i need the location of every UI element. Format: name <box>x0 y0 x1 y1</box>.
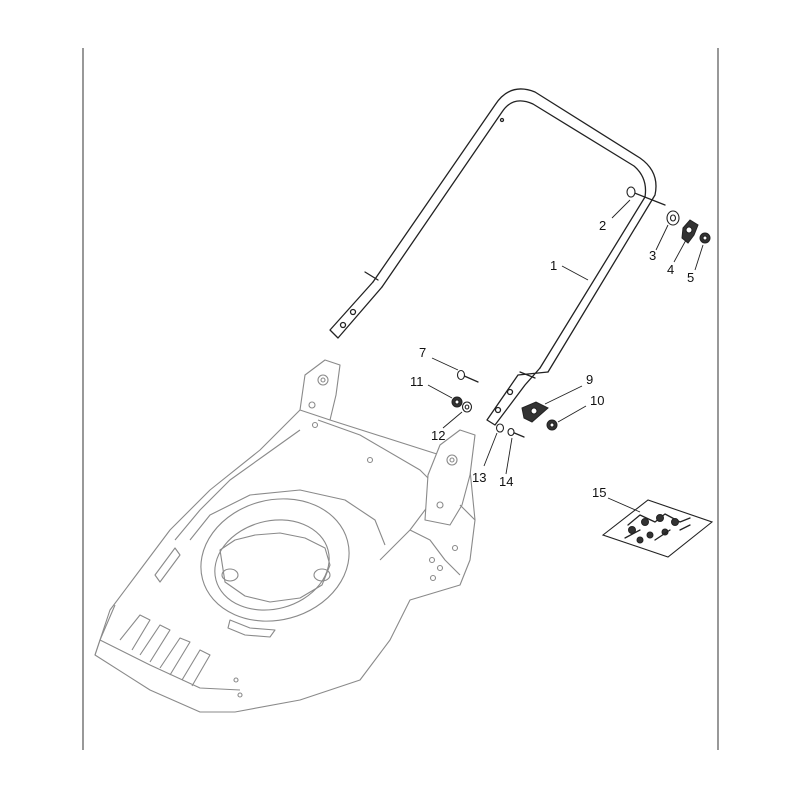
leader-14 <box>505 437 513 475</box>
washer-part-12 <box>461 401 473 413</box>
nut-part-11 <box>451 396 463 408</box>
handle-tube <box>329 88 657 426</box>
callout-7: 7 <box>419 345 426 360</box>
callout-4: 4 <box>667 262 674 277</box>
callout-10: 10 <box>590 393 604 408</box>
knob-part-9 <box>521 401 549 423</box>
washer-part-13 <box>495 423 505 433</box>
nut-part-5 <box>699 232 711 244</box>
leader-1 <box>561 265 589 281</box>
bolt-part-7 <box>456 369 479 383</box>
callout-5: 5 <box>687 270 694 285</box>
leader-5 <box>694 244 704 271</box>
leader-7 <box>431 357 459 371</box>
leader-10 <box>557 405 587 423</box>
leader-15 <box>607 497 641 513</box>
screw-part-14 <box>507 427 525 438</box>
leader-4 <box>673 239 687 263</box>
callout-9: 9 <box>586 372 593 387</box>
callout-14: 14 <box>499 474 513 489</box>
callout-2: 2 <box>599 218 606 233</box>
callout-11: 11 <box>410 374 424 389</box>
mower-deck <box>94 359 476 713</box>
knob-part-4 <box>681 219 699 244</box>
leader-13 <box>483 432 498 467</box>
bolt-part-2 <box>626 186 666 206</box>
callout-1: 1 <box>550 258 557 273</box>
leader-12 <box>442 411 463 429</box>
callout-3: 3 <box>649 248 656 263</box>
hardware-kit-part-15 <box>601 499 714 558</box>
callout-12: 12 <box>431 428 445 443</box>
leader-9 <box>544 385 583 405</box>
callout-labels: 1 2 3 4 5 7 9 10 11 12 13 14 15 <box>410 218 694 500</box>
nut-part-10 <box>546 419 558 431</box>
leader-3 <box>655 224 669 251</box>
leader-11 <box>427 384 453 399</box>
callout-15: 15 <box>592 485 606 500</box>
callout-13: 13 <box>472 470 486 485</box>
leader-lines <box>427 199 704 513</box>
washer-part-3 <box>666 210 680 226</box>
leader-2 <box>611 199 631 219</box>
